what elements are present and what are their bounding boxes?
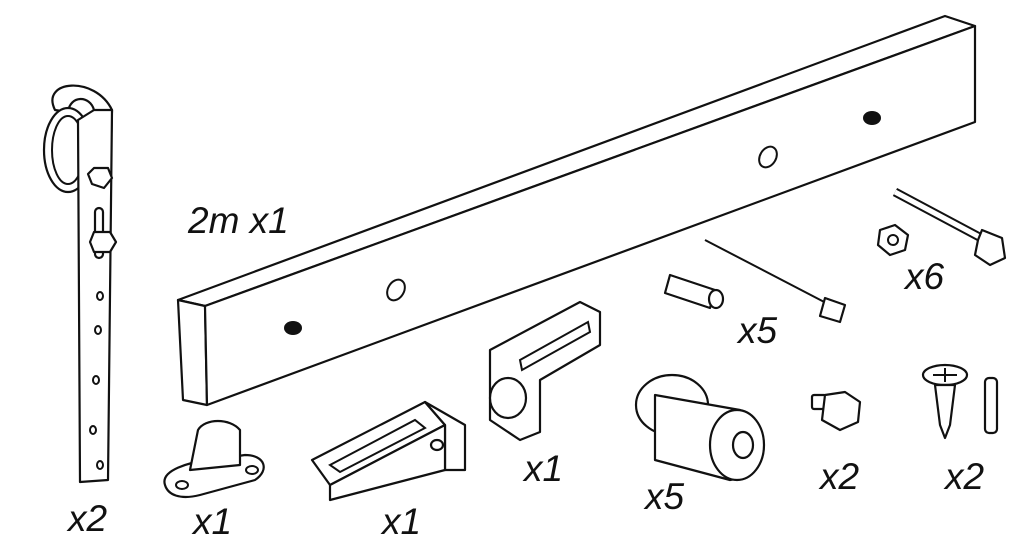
hex-bolt	[810, 390, 862, 432]
screw-quantity-label: x2	[945, 456, 985, 497]
bumper-quantity-label: x5	[645, 476, 685, 517]
end-stop	[488, 300, 602, 442]
hex-bolt-quantity-label: x2	[820, 456, 860, 497]
hanger-quantity-label: x2	[68, 498, 108, 539]
rail-hole-filled	[863, 111, 881, 125]
bracket-quantity-label: x1	[382, 501, 422, 542]
end-stop-quantity-label: x1	[524, 448, 564, 489]
bolt-and-nut	[876, 188, 1007, 267]
bolt-quantity-label: x6	[905, 256, 945, 297]
rail-hole	[758, 145, 778, 169]
floor-guide-quantity-label: x1	[193, 501, 233, 542]
wall-guide-bracket	[310, 400, 467, 502]
hanger-strap	[42, 84, 118, 484]
rail-hole-filled	[284, 321, 302, 335]
lag-screw-quantity-label: x5	[738, 310, 778, 351]
floor-guide	[163, 419, 265, 499]
bumper	[634, 373, 766, 482]
rail-quantity-label: 2m x1	[188, 200, 289, 241]
screw	[921, 363, 999, 440]
rail-hole	[386, 278, 406, 302]
rail	[176, 14, 977, 407]
lag-screw	[663, 239, 847, 324]
